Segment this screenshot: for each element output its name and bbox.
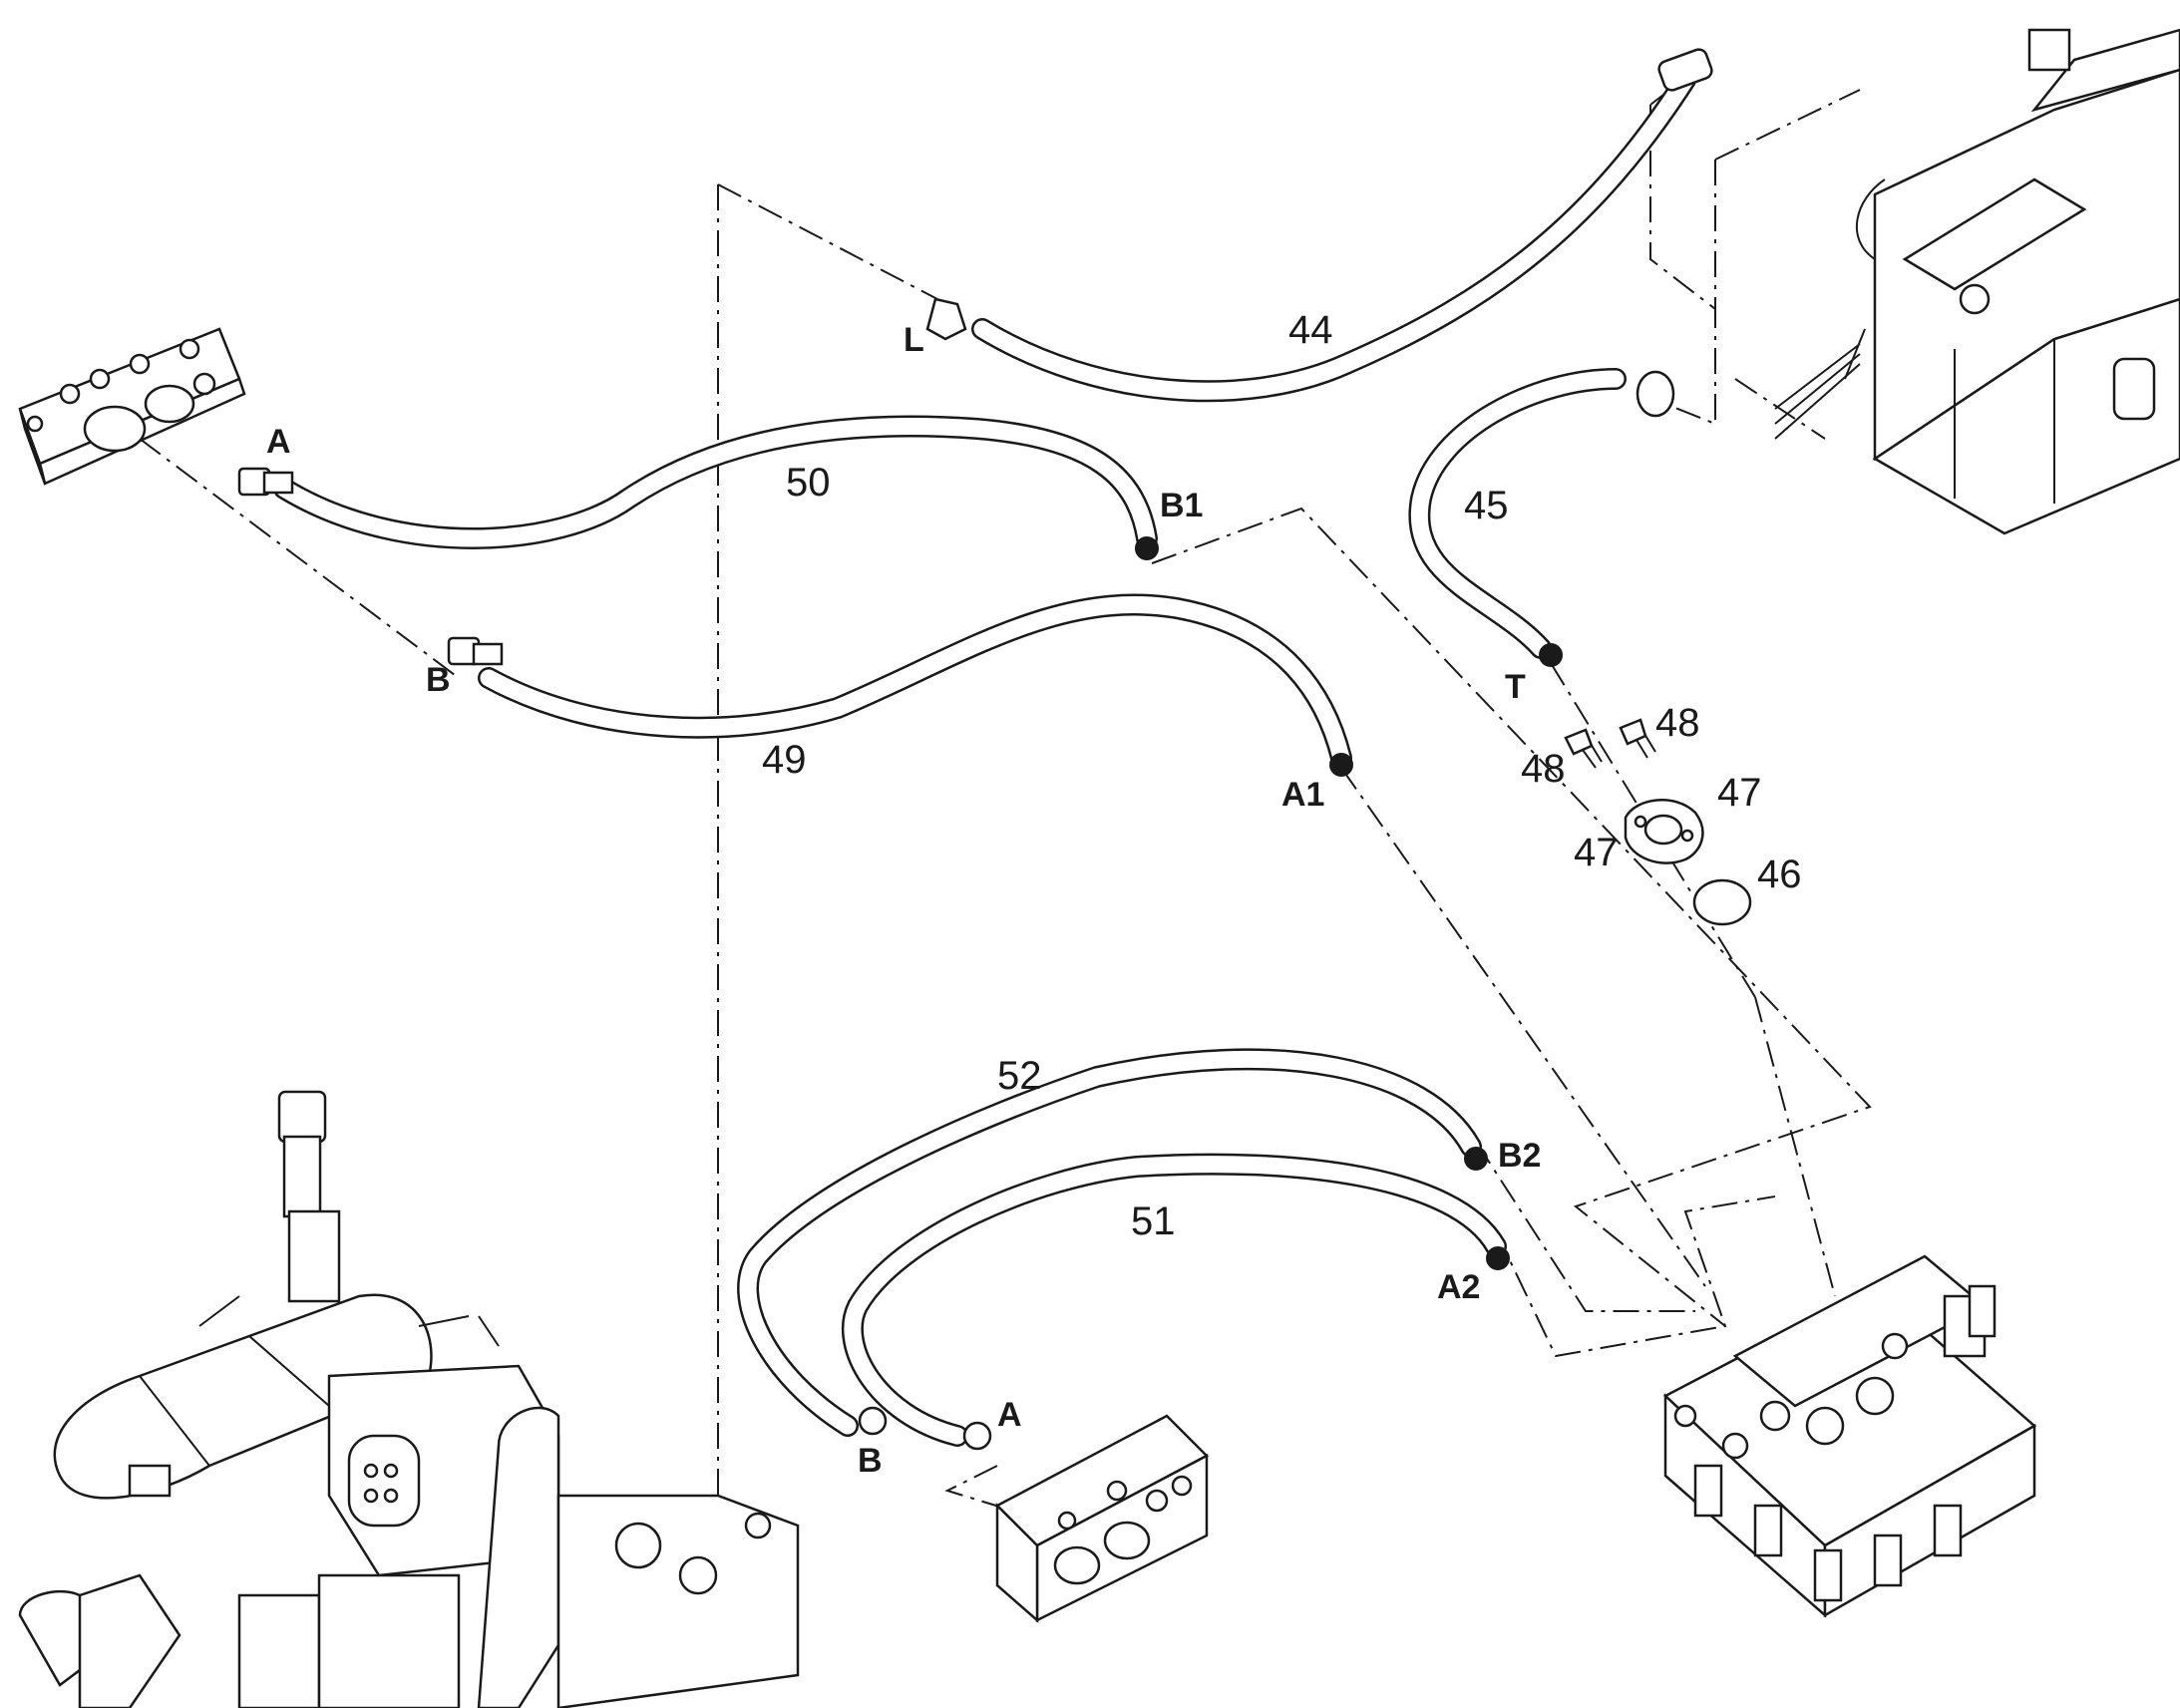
manifold-block-top-left	[18, 327, 246, 486]
hose-52	[737, 1048, 1482, 1437]
o-ring-46	[1692, 878, 1752, 926]
port-label-b2: B2	[1498, 1137, 1541, 1175]
callout-47-right: 47	[1717, 771, 1762, 815]
bolt-48-left	[1564, 728, 1603, 769]
hydraulic-tank-top-right	[1774, 28, 2180, 535]
port-label-a2: A2	[1437, 1268, 1480, 1306]
port-label-b1: B1	[1160, 487, 1203, 524]
fittings	[237, 48, 1713, 1451]
leader-lines	[139, 77, 1872, 1512]
callout-numbers: 44 45 46 47 47 48 48 49 50 51 52	[762, 308, 1802, 1243]
manifold-block-bottom-center	[994, 1414, 1210, 1623]
port-labels: A B B1 A1 L T B2 A2 A B	[266, 321, 1541, 1480]
callout-49: 49	[762, 738, 807, 782]
port-label-a1: A1	[1281, 776, 1324, 814]
hose-49	[478, 593, 1352, 769]
port-label-a-bottom: A	[997, 1396, 1022, 1434]
callout-48-left: 48	[1521, 747, 1566, 791]
callout-48-right: 48	[1655, 701, 1700, 745]
callout-50: 50	[786, 461, 831, 505]
port-label-b-bottom: B	[858, 1442, 883, 1480]
port-label-t: T	[1505, 668, 1526, 706]
bolt-48-right	[1619, 718, 1656, 759]
callout-52: 52	[997, 1054, 1042, 1098]
control-valve-bottom-right	[1662, 1254, 2037, 1618]
engine-assembly-bottom-left	[18, 1090, 800, 1708]
hose-50	[273, 415, 1158, 549]
callout-44: 44	[1288, 308, 1333, 352]
callout-51: 51	[1131, 1199, 1176, 1243]
hose-45	[1408, 368, 1627, 659]
port-label-a-top: A	[266, 423, 291, 461]
hose-44	[971, 69, 1696, 403]
port-label-l: L	[904, 321, 924, 359]
callout-45: 45	[1464, 484, 1509, 527]
callout-47-left: 47	[1574, 831, 1619, 874]
hose-51	[842, 1153, 1507, 1447]
port-label-b-top: B	[426, 661, 451, 699]
callout-46: 46	[1757, 853, 1802, 896]
flange-47	[1624, 799, 1704, 864]
